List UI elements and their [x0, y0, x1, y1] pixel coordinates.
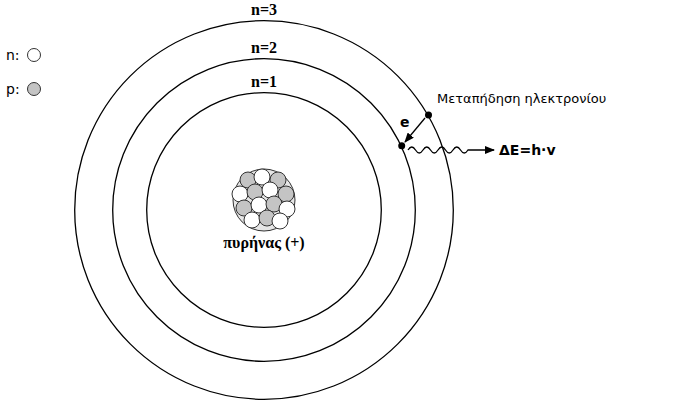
orbit-circle: n=3n=2n=1: [74, 20, 454, 400]
legend-swatch: [26, 47, 42, 63]
photon-wave: [408, 147, 494, 153]
orbit-circle: n=1: [146, 92, 382, 328]
orbit-outline: [146, 92, 382, 328]
nucleus-label: πυρήνας (+): [223, 234, 304, 252]
legend-text: p:: [6, 81, 20, 97]
energy-formula: ΔE=h·v: [499, 142, 556, 158]
orbit-outline: [112, 58, 416, 362]
orbit-circle: n=2n=1: [112, 58, 416, 362]
orbit-label: n=1: [251, 73, 277, 91]
legend-text: n:: [6, 47, 20, 63]
orbit-label: n=3: [251, 1, 277, 19]
electron-symbol: e: [400, 114, 410, 130]
orbit-label: n=2: [251, 39, 277, 57]
transition-label: Μεταπήδηση ηλεκτρονίου: [437, 92, 606, 107]
legend-swatch: [26, 81, 42, 97]
